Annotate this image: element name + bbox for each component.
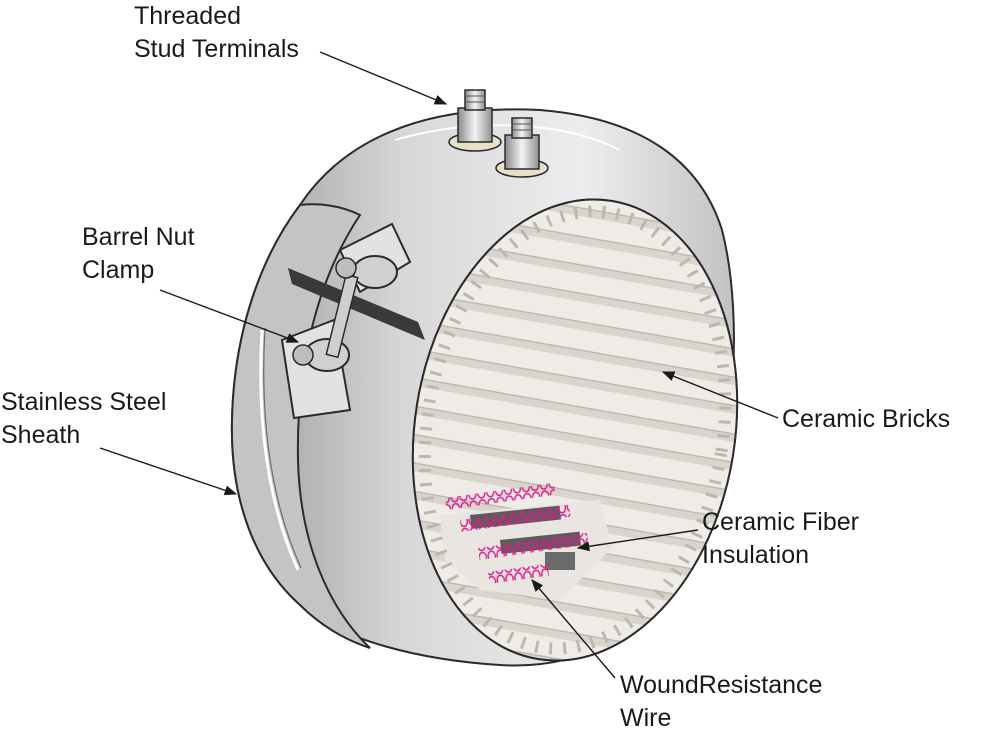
leader-insulation xyxy=(576,529,699,552)
label-threaded-stud-terminals: Threaded Stud Terminals xyxy=(134,2,299,63)
label-stainless-steel-sheath: Stainless Steel Sheath xyxy=(1,388,167,449)
label-ceramic-fiber-insulation: Ceramic Fiber Insulation xyxy=(702,508,859,569)
leader-wire xyxy=(531,579,616,679)
sheath-seam-line xyxy=(259,329,300,571)
clamp-split-gap xyxy=(288,268,425,340)
leader-bricks xyxy=(661,371,779,419)
leader-sheath xyxy=(99,447,238,496)
label-wound-resistance-wire: WoundResistance Wire xyxy=(620,671,823,732)
resistance-wire-coils xyxy=(445,482,589,584)
label-ceramic-bricks: Ceramic Bricks xyxy=(782,405,951,433)
threaded-stud-terminals xyxy=(448,89,549,178)
label-barrel-nut-clamp: Barrel Nut Clamp xyxy=(82,223,195,284)
barrel-nut-clamp xyxy=(280,222,412,420)
leader-clamp xyxy=(159,289,300,343)
leader-terminals xyxy=(319,51,448,105)
sheath-front-edge xyxy=(230,203,371,649)
